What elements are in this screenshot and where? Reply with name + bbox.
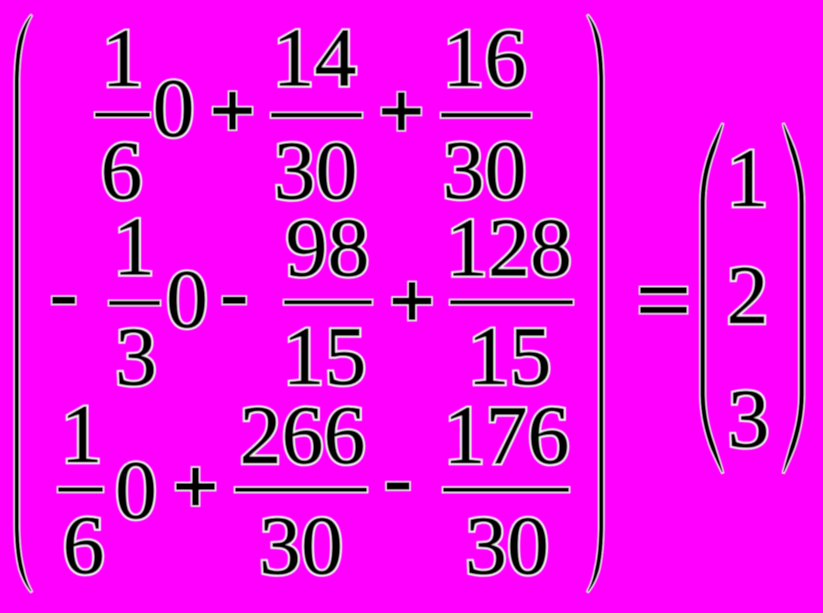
svg-text:3: 3 bbox=[115, 311, 157, 404]
svg-text:0: 0 bbox=[166, 253, 208, 346]
svg-text:1: 1 bbox=[61, 388, 103, 481]
svg-text:14: 14 bbox=[273, 12, 357, 105]
svg-text:0: 0 bbox=[166, 253, 208, 346]
svg-text:30: 30 bbox=[465, 500, 549, 593]
svg-text:1: 1 bbox=[113, 201, 155, 294]
svg-text:266: 266 bbox=[240, 389, 366, 482]
svg-text:30: 30 bbox=[443, 124, 527, 217]
svg-text:128: 128 bbox=[446, 202, 572, 295]
svg-text:98: 98 bbox=[286, 202, 370, 295]
svg-text:30: 30 bbox=[274, 125, 358, 218]
svg-text:1: 1 bbox=[727, 132, 769, 225]
svg-text:30: 30 bbox=[443, 124, 527, 217]
svg-text:30: 30 bbox=[259, 500, 343, 593]
svg-text:0: 0 bbox=[153, 62, 195, 155]
svg-text:1: 1 bbox=[102, 12, 144, 105]
svg-text:128: 128 bbox=[446, 202, 572, 295]
svg-text:30: 30 bbox=[274, 125, 358, 218]
svg-text:16: 16 bbox=[442, 12, 526, 105]
svg-text:6: 6 bbox=[63, 499, 105, 592]
svg-text:266: 266 bbox=[240, 389, 366, 482]
svg-text:6: 6 bbox=[101, 125, 143, 218]
svg-text:6: 6 bbox=[101, 125, 143, 218]
svg-text:1: 1 bbox=[102, 12, 144, 105]
svg-text:3: 3 bbox=[728, 373, 770, 466]
svg-text:2: 2 bbox=[727, 249, 769, 342]
svg-text:1: 1 bbox=[61, 388, 103, 481]
svg-text:0: 0 bbox=[153, 62, 195, 155]
svg-text:6: 6 bbox=[63, 499, 105, 592]
svg-text:1: 1 bbox=[727, 132, 769, 225]
svg-text:30: 30 bbox=[465, 500, 549, 593]
svg-text:15: 15 bbox=[283, 310, 367, 403]
svg-text:14: 14 bbox=[273, 12, 357, 105]
svg-text:98: 98 bbox=[286, 202, 370, 295]
svg-text:16: 16 bbox=[442, 12, 526, 105]
svg-text:0: 0 bbox=[115, 444, 157, 537]
svg-text:3: 3 bbox=[728, 373, 770, 466]
svg-text:2: 2 bbox=[727, 249, 769, 342]
svg-text:15: 15 bbox=[283, 310, 367, 403]
svg-text:176: 176 bbox=[444, 389, 570, 482]
svg-text:176: 176 bbox=[444, 389, 570, 482]
svg-text:15: 15 bbox=[468, 310, 552, 403]
svg-text:15: 15 bbox=[468, 310, 552, 403]
svg-text:0: 0 bbox=[115, 444, 157, 537]
svg-text:30: 30 bbox=[259, 500, 343, 593]
svg-text:3: 3 bbox=[115, 311, 157, 404]
svg-text:1: 1 bbox=[113, 201, 155, 294]
